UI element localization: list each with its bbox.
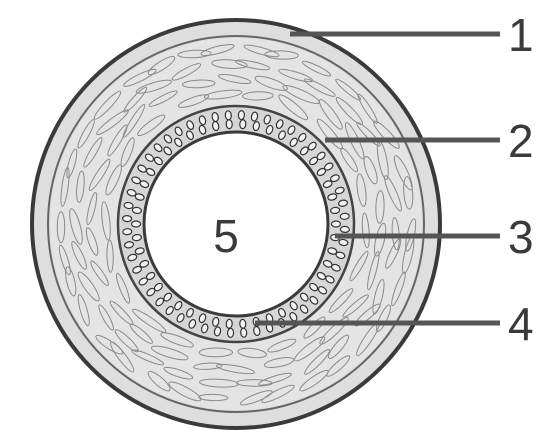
label-2: 2: [508, 115, 534, 167]
label-3: 3: [508, 211, 534, 263]
endothelial-cell: [225, 111, 232, 120]
endothelial-cell: [340, 226, 349, 232]
endothelial-cell: [226, 120, 233, 129]
endothelial-cell: [240, 319, 247, 328]
endothelial-cell: [123, 228, 132, 235]
lumen-label: 5: [213, 210, 239, 262]
endothelial-cell: [332, 221, 341, 227]
endothelial-cell: [340, 213, 349, 220]
endothelial-cell: [226, 319, 233, 328]
endothelial-cell: [122, 215, 131, 221]
label-1: 1: [508, 9, 534, 61]
endothelial-cell: [238, 110, 244, 119]
endothelial-cell: [240, 120, 247, 129]
endothelial-cell: [132, 221, 141, 227]
label-4: 4: [508, 298, 534, 350]
endothelial-cell: [227, 328, 233, 337]
endothelial-cell: [240, 328, 247, 337]
